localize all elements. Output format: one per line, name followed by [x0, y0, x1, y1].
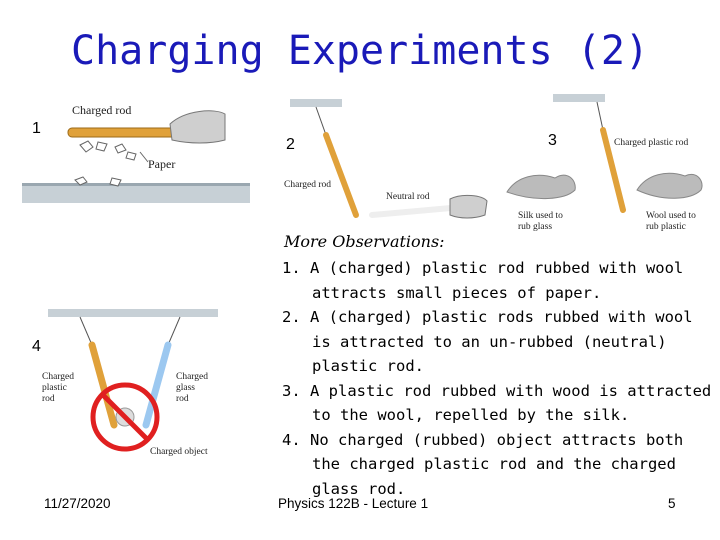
observations-list: 1. A (charged) plastic rod rubbed with w… [282, 256, 712, 501]
no-attraction-illustration [48, 309, 218, 452]
silk-label-line-2: rub glass [518, 222, 553, 232]
charged-object-label: Charged object [150, 447, 208, 457]
charged-plastic-label-line-2: plastic [42, 383, 67, 393]
footer-date: 11/27/2020 [44, 496, 111, 511]
observation-item: 3. A plastic rod rubbed with wood is att… [282, 381, 712, 425]
footer-page-number: 5 [668, 496, 676, 511]
charged-glass-label-line-1: Charged [176, 372, 209, 382]
silk-label-line-1: Silk used to [518, 211, 563, 221]
charged-plastic-label-line-1: Charged [42, 372, 75, 382]
observation-item: 1. A (charged) plastic rod rubbed with w… [282, 259, 684, 302]
footer-course: Physics 122B - Lecture 1 [278, 496, 429, 511]
panel-4-number: 4 [32, 338, 41, 355]
charged-glass-label-line-3: rod [176, 394, 189, 404]
slide-title: Charging Experiments (2) [71, 28, 649, 74]
neutral-rod-label: Neutral rod [386, 192, 430, 202]
observations-heading: More Observations: [284, 232, 445, 251]
silk-wool-illustration [506, 94, 703, 213]
wool-label-line-2: rub plastic [646, 222, 686, 232]
panel-3-number: 3 [548, 132, 557, 149]
paper-attraction-illustration [22, 110, 250, 203]
charged-rod-label-2: Charged rod [284, 180, 332, 190]
charged-plastic-rod-label: Charged plastic rod [614, 138, 689, 148]
observation-item: 4. No charged (rubbed) object attracts b… [282, 430, 684, 498]
charged-glass-label-line-2: glass [176, 383, 195, 393]
panel-1-number: 1 [32, 120, 41, 137]
wool-label-line-1: Wool used to [646, 211, 696, 221]
neutral-rod-illustration [290, 99, 488, 219]
paper-label: Paper [148, 157, 176, 171]
charged-plastic-label-line-3: rod [42, 394, 55, 404]
panel-2-number: 2 [286, 136, 295, 153]
observation-item: 2. A (charged) plastic rods rubbed with … [282, 308, 693, 375]
charged-rod-label: Charged rod [72, 103, 132, 117]
